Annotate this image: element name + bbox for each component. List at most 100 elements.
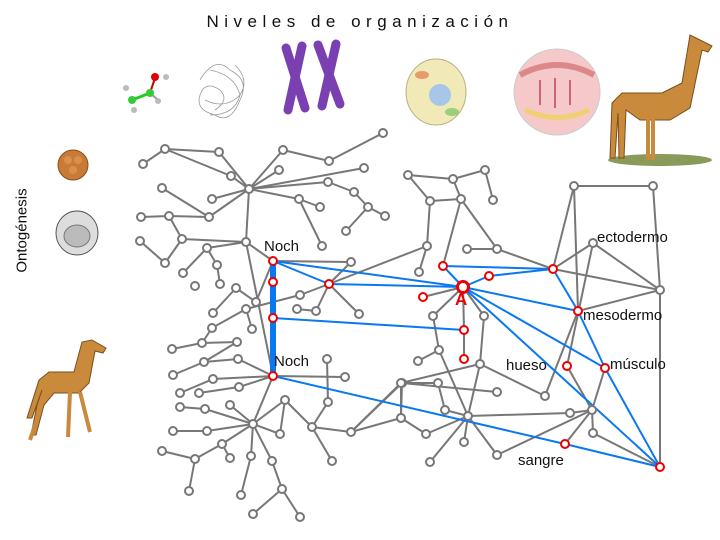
network-node xyxy=(428,311,438,321)
highlight-node xyxy=(655,462,665,472)
network-node xyxy=(194,388,204,398)
network-node xyxy=(456,194,466,204)
network-node xyxy=(233,354,243,364)
blue-edge xyxy=(462,286,661,468)
gray-edge xyxy=(298,198,323,247)
gray-edge xyxy=(496,248,554,270)
network-node xyxy=(440,405,450,415)
gray-edge xyxy=(250,423,254,457)
gray-edge xyxy=(429,198,462,202)
label-noch-bottom: Noch xyxy=(274,353,309,370)
blue-edge xyxy=(564,443,661,468)
gray-edge xyxy=(248,167,365,190)
network-node xyxy=(588,238,598,248)
network-node xyxy=(396,413,406,423)
gray-edge xyxy=(284,399,313,428)
gray-edge xyxy=(212,375,274,380)
blastula-icon xyxy=(55,210,99,256)
network-node xyxy=(655,285,665,295)
label-sangre: sangre xyxy=(518,452,564,469)
gray-edge xyxy=(238,375,274,388)
network-node xyxy=(346,427,356,437)
network-node xyxy=(422,241,432,251)
network-node xyxy=(274,165,284,175)
gray-edge xyxy=(552,268,661,291)
network-node xyxy=(307,422,317,432)
gray-edge xyxy=(564,409,593,445)
giraffe-adult-icon xyxy=(608,34,713,166)
network-node xyxy=(359,163,369,173)
network-node xyxy=(354,309,364,319)
gray-edge xyxy=(407,174,431,202)
highlight-node xyxy=(268,277,278,287)
network-node xyxy=(190,281,200,291)
network-node xyxy=(208,374,218,384)
gray-edge xyxy=(577,289,661,312)
blue-edge xyxy=(442,265,554,270)
gray-edge xyxy=(592,242,661,291)
network-node xyxy=(208,308,218,318)
network-node xyxy=(463,411,473,421)
network-node xyxy=(295,512,305,522)
label-a: A xyxy=(455,290,467,309)
blue-edge xyxy=(272,260,464,288)
network-node xyxy=(225,400,235,410)
network-node xyxy=(327,456,337,466)
network-node xyxy=(204,212,214,222)
gray-edge xyxy=(479,363,546,397)
network-node xyxy=(214,147,224,157)
gray-edge xyxy=(171,342,203,350)
network-node xyxy=(459,437,469,447)
highlight-node xyxy=(268,256,278,266)
gray-edge xyxy=(438,349,469,417)
gray-edge xyxy=(407,174,454,180)
network-node xyxy=(277,484,287,494)
network-node xyxy=(217,439,227,449)
gray-edge xyxy=(272,260,352,263)
label-ectodermo: ectodermo xyxy=(597,229,668,246)
network-node xyxy=(200,404,210,414)
network-node xyxy=(244,184,254,194)
gray-edge xyxy=(479,315,485,365)
network-node xyxy=(587,405,597,415)
gray-edge xyxy=(272,375,346,378)
blue-edge xyxy=(462,286,606,369)
network-node xyxy=(480,165,490,175)
gray-edge xyxy=(248,169,280,190)
network-node xyxy=(396,378,406,388)
gray-edge xyxy=(400,363,481,384)
gray-edge xyxy=(281,488,301,518)
gray-edge xyxy=(326,358,329,403)
gray-edge xyxy=(179,378,214,394)
network-node xyxy=(207,323,217,333)
gray-edge xyxy=(311,426,333,462)
network-node xyxy=(322,354,332,364)
blue-edge xyxy=(272,375,566,445)
network-node xyxy=(225,453,235,463)
gray-edge xyxy=(172,361,205,376)
network-node xyxy=(212,260,222,270)
highlight-node xyxy=(456,280,470,294)
gray-edge xyxy=(211,308,247,329)
gray-edge xyxy=(566,242,594,367)
network-node xyxy=(241,237,251,247)
gray-edge xyxy=(203,358,239,363)
gray-edge xyxy=(240,455,252,496)
blue-edge xyxy=(272,317,465,331)
network-node xyxy=(421,429,431,439)
network-node xyxy=(488,195,498,205)
network-node xyxy=(157,183,167,193)
network-node xyxy=(160,144,170,154)
network-node xyxy=(248,419,258,429)
network-node xyxy=(311,306,321,316)
gray-edge xyxy=(139,240,166,264)
highlight-node xyxy=(324,279,334,289)
gray-edge xyxy=(203,341,238,363)
network-node xyxy=(295,290,305,300)
network-node xyxy=(202,243,212,253)
blue-edge xyxy=(577,310,606,369)
tissue-icon xyxy=(513,48,601,136)
network-node xyxy=(184,486,194,496)
gray-edge xyxy=(311,426,352,433)
gray-edge xyxy=(591,367,606,411)
